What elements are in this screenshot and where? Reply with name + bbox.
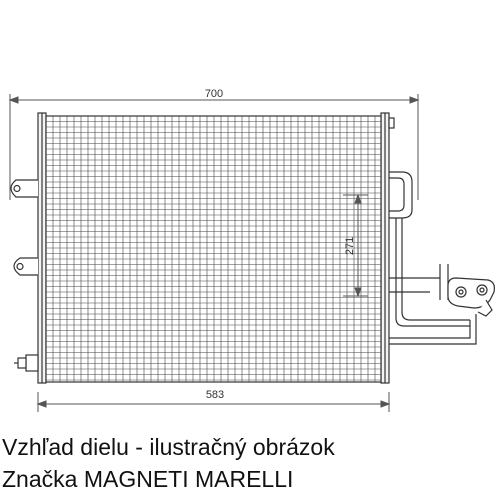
- overall-width-dimension: [8, 94, 420, 200]
- left-tank: [37, 112, 47, 384]
- refrigerant-pipes: [389, 171, 477, 345]
- core-width-dimension: [36, 392, 391, 412]
- overall-width-label: 700: [205, 88, 223, 100]
- condenser-core: [45, 115, 382, 383]
- upper-left-bracket: [10, 179, 38, 198]
- core-height-dimension: [343, 193, 368, 298]
- fin-grid: [46, 116, 381, 382]
- right-tank: [380, 112, 390, 384]
- drain-plug: [14, 354, 39, 372]
- core-height-label: 271: [344, 237, 356, 255]
- lower-left-bracket: [13, 257, 38, 276]
- condenser-technical-drawing: 700: [8, 88, 495, 412]
- right-top-bracket: [388, 117, 395, 129]
- brand-line: Značka MAGNETI MARELLI: [2, 466, 294, 492]
- illustrative-image-note: Vzhľad dielu - ilustračný obrázok: [2, 434, 335, 460]
- expansion-flange: [447, 277, 495, 317]
- core-width-label: 583: [206, 389, 224, 401]
